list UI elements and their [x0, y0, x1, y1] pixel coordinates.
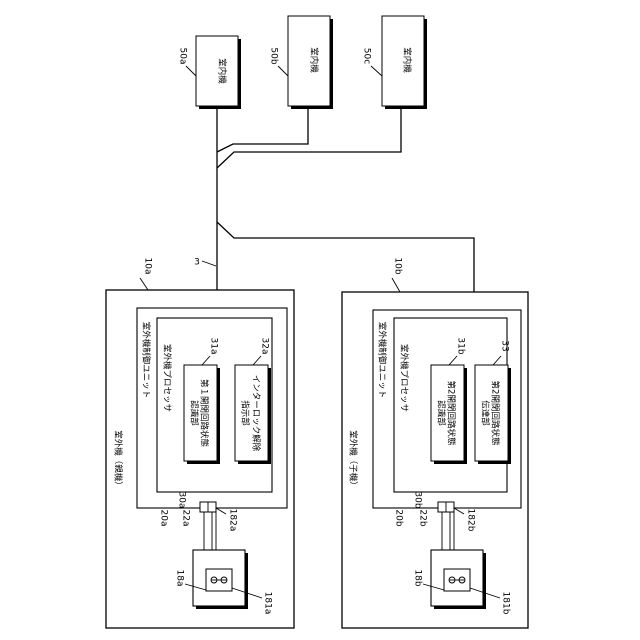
block-ref: 31b [456, 337, 466, 354]
outdoor-unit-label: 室外機（子機） [348, 430, 359, 490]
block-label-line: 認識部 [189, 400, 200, 426]
indoor-unit-50b: 室内機 50b [269, 16, 334, 109]
processor-label: 室外機プロセッサ [399, 344, 410, 412]
block-label-line: インターロック解除 [251, 375, 262, 452]
switch-ref-2: 181b [501, 592, 511, 615]
leader-line [371, 66, 382, 76]
switch-ref-2: 181a [263, 592, 273, 615]
leader-line [392, 278, 400, 292]
leader-line [140, 278, 148, 290]
processor-ref: 30a [177, 492, 187, 509]
indoor-unit-label: 室内機 [217, 58, 228, 84]
block-label-line: 第2開閉回路状態 [446, 381, 457, 446]
control-unit-ref: 20b [394, 509, 404, 526]
processor-ref: 30b [413, 491, 423, 508]
indoor-unit-50a: 室内機 50a [178, 36, 242, 109]
block-label-line: 第2開閉回路状態 [490, 381, 501, 446]
block-ref: 31a [209, 338, 219, 355]
connector-ref-2: 182b [466, 509, 476, 532]
control-unit-label: 室外機制御ユニット [141, 322, 152, 399]
connector-ref: 22b [418, 509, 428, 526]
transmission-line: 3 [194, 106, 474, 292]
outdoor-unit-label: 室外機（親機） [113, 430, 124, 490]
outdoor-unit-10a: 室外機（親機） 10a 室外機制御ユニット 20a 室外機プロセッサ 30a 第… [106, 258, 294, 628]
block-label-line: 認識部 [436, 400, 447, 426]
control-unit-ref: 20a [159, 510, 169, 527]
leader-line [202, 261, 216, 266]
block-label-line: 伝達部 [480, 400, 491, 426]
outdoor-unit-ref: 10a [143, 258, 153, 275]
block-label-line: 指示部 [240, 400, 251, 426]
indoor-unit-50c: 室内機 50c [362, 16, 428, 109]
indoor-unit-ref: 50c [362, 48, 372, 64]
line-ref: 3 [194, 258, 200, 268]
block-label-line: 第１開閉回路状態 [199, 379, 210, 447]
outdoor-unit-10b: 室外機（子機） 10b 室外機制御ユニット 20b 室外機プロセッサ 30b 第… [342, 257, 528, 628]
leader-line [186, 66, 196, 76]
control-unit-label: 室外機制御ユニット [377, 322, 388, 399]
block-ref: 33 [500, 340, 510, 351]
indoor-unit-ref: 50b [269, 47, 279, 64]
connector-ref: 22a [181, 510, 191, 527]
outdoor-unit-ref: 10b [393, 257, 403, 274]
indoor-unit-label: 室内機 [309, 47, 320, 73]
block-ref: 32a [260, 338, 270, 355]
connector-ref-2: 182a [228, 509, 238, 532]
leader-line [278, 66, 288, 76]
indoor-unit-label: 室内機 [402, 47, 413, 73]
switch-ref: 18a [175, 570, 185, 587]
indoor-unit-ref: 50a [178, 48, 188, 65]
processor-label: 室外機プロセッサ [162, 344, 173, 412]
switch-ref: 18b [413, 569, 423, 586]
